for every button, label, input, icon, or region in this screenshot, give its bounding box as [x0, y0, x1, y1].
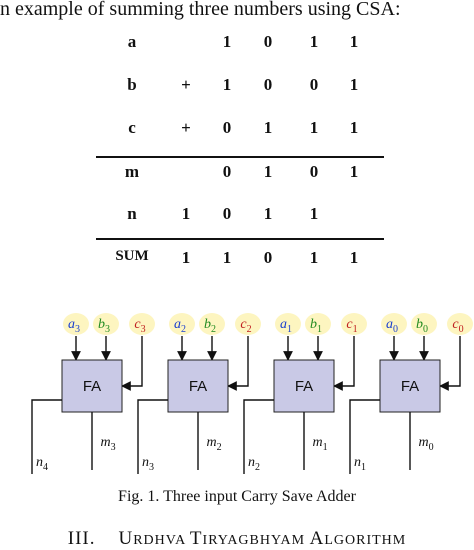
- figure-caption: Fig. 1. Three input Carry Save Adder: [118, 488, 356, 505]
- input-c0-label: c0: [452, 317, 463, 335]
- input-c1-arrow: [333, 336, 355, 391]
- input-b3-label: b3: [98, 317, 110, 335]
- section-number: III.: [67, 528, 96, 549]
- row-label: a: [127, 32, 137, 51]
- input-c3-label: c3: [134, 317, 145, 335]
- input-c3-arrow: [121, 336, 143, 391]
- input-b0-oval: [411, 313, 437, 335]
- section-title-2a: T: [189, 528, 203, 549]
- digit-cell: 1: [309, 248, 319, 267]
- digit-cell: 0: [222, 118, 232, 137]
- section-heading: III. URDHVA TIRYAGBHYAM ALGORITHM: [0, 528, 474, 550]
- output-m0-label: m0: [418, 435, 433, 453]
- full-adder-label: FA: [189, 378, 207, 395]
- input-c2-arrow: [227, 336, 249, 391]
- digit-cell: 0: [309, 162, 319, 181]
- input-a2-oval: [169, 313, 195, 335]
- row-operator: +: [181, 75, 191, 94]
- intro-text: n example of summing three numbers using…: [0, 0, 401, 20]
- digit-cell: 1: [222, 32, 232, 51]
- output-n3-line: [137, 399, 168, 474]
- full-adder-block: [167, 359, 229, 413]
- input-c3-oval: [129, 313, 155, 335]
- digit-cell: 1: [349, 248, 359, 267]
- input-b3-oval: [93, 313, 119, 335]
- input-c1-oval: [341, 313, 367, 335]
- digit-cell: 1: [349, 118, 359, 137]
- digit-cell: 0: [263, 248, 273, 267]
- input-a0-label: a0: [386, 317, 398, 335]
- section-title-1b: RDHVA: [133, 533, 190, 548]
- section-title-2b: IRYAGBHYAM: [202, 533, 310, 548]
- output-m3-label: m3: [100, 435, 115, 453]
- output-n1-label: n1: [354, 455, 366, 473]
- input-c2-label: c2: [240, 317, 251, 335]
- digit-cell: 1: [263, 204, 273, 223]
- input-b2-oval: [199, 313, 225, 335]
- output-n3-label: n3: [142, 455, 154, 473]
- row-label: n: [127, 204, 137, 223]
- input-a0-oval: [381, 313, 407, 335]
- digit-cell: 0: [263, 75, 273, 94]
- digit-cell: 1: [181, 248, 191, 267]
- input-c0-arrow: [439, 336, 461, 391]
- table-rule-bottom: [96, 238, 384, 240]
- section-title-3a: A: [309, 528, 325, 549]
- output-n4-label: n4: [36, 455, 48, 473]
- digit-cell: 1: [309, 204, 319, 223]
- input-a3-label: a3: [68, 317, 80, 335]
- digit-cell: 0: [222, 204, 232, 223]
- input-a1-oval: [275, 313, 301, 335]
- digit-cell: 1: [349, 75, 359, 94]
- input-c0-oval: [447, 313, 473, 335]
- output-n2-label: n2: [248, 455, 260, 473]
- row-label: SUM: [115, 248, 149, 264]
- section-title-1a: U: [118, 528, 134, 549]
- digit-cell: 1: [181, 204, 191, 223]
- full-adder-label: FA: [83, 378, 101, 395]
- output-n2-line: [243, 399, 274, 474]
- input-b1-oval: [305, 313, 331, 335]
- input-b1-label: b1: [310, 317, 322, 335]
- digit-cell: 1: [222, 248, 232, 267]
- digit-cell: 0: [309, 75, 319, 94]
- digit-cell: 0: [263, 32, 273, 51]
- full-adder-block: [61, 359, 123, 413]
- input-c1-label: c1: [346, 317, 357, 335]
- input-b0-label: b0: [416, 317, 428, 335]
- input-c2-oval: [235, 313, 261, 335]
- digit-cell: 1: [263, 118, 273, 137]
- output-m2-label: m2: [206, 435, 221, 453]
- input-a3-oval: [63, 313, 89, 335]
- digit-cell: 1: [349, 162, 359, 181]
- input-a2-label: a2: [174, 317, 186, 335]
- digit-cell: 1: [263, 162, 273, 181]
- row-label: b: [127, 75, 137, 94]
- input-a1-label: a1: [280, 317, 292, 335]
- full-adder-label: FA: [295, 378, 313, 395]
- digit-cell: 1: [222, 75, 232, 94]
- full-adder-label: FA: [401, 378, 419, 395]
- output-n4-line: [31, 399, 62, 474]
- row-label: c: [128, 118, 136, 137]
- section-title-3b: LGORITHM: [324, 533, 407, 548]
- digit-cell: 1: [309, 32, 319, 51]
- row-operator: +: [181, 118, 191, 137]
- row-label: m: [124, 162, 140, 181]
- digit-cell: 0: [222, 162, 232, 181]
- output-m1-label: m1: [312, 435, 327, 453]
- table-rule-top: [96, 156, 384, 158]
- digit-cell: 1: [309, 118, 319, 137]
- output-n1-line: [349, 399, 380, 474]
- digit-cell: 1: [349, 32, 359, 51]
- input-b2-label: b2: [204, 317, 216, 335]
- full-adder-block: [379, 359, 441, 413]
